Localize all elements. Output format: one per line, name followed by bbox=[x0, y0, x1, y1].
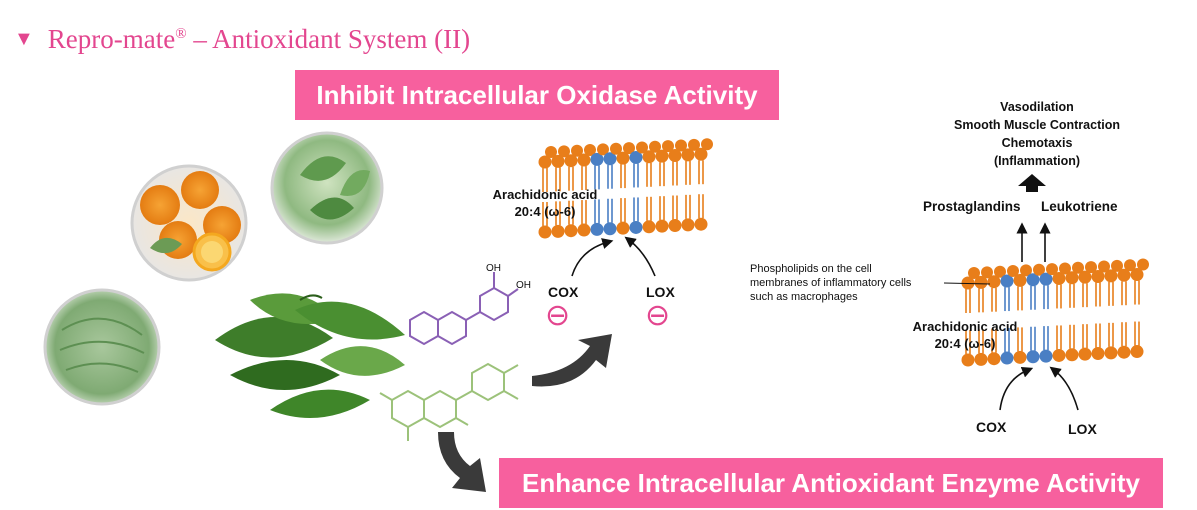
lox-inhibit-icon: ⊖ bbox=[645, 299, 671, 332]
lox-arrow-left bbox=[624, 236, 656, 277]
acid-name-left: Arachidonic acid bbox=[492, 187, 598, 202]
effect-inflammation: (Inflammation) bbox=[993, 154, 1081, 168]
effect-vasodilation: Vasodilation bbox=[1000, 100, 1074, 114]
green-tea-leaves-image bbox=[215, 293, 405, 418]
effect-smooth-muscle: Smooth Muscle Contraction bbox=[954, 118, 1120, 132]
enhance-banner: Enhance Intracellular Antioxidant Enzyme… bbox=[499, 458, 1163, 508]
effects-list: Vasodilation Smooth Muscle Contraction C… bbox=[930, 98, 1144, 170]
curved-arrow-icon bbox=[532, 334, 612, 387]
title-main: Repro-mate bbox=[47, 24, 176, 54]
cox-inhibit-icon: ⊖ bbox=[545, 299, 571, 332]
oh-label-2: OH bbox=[516, 280, 531, 291]
note-pointer-line bbox=[943, 282, 991, 285]
acid-formula-right: 20:4 (ω-6) bbox=[934, 336, 996, 351]
acid-label-right: Arachidonic acid 20:4 (ω-6) bbox=[890, 318, 1040, 352]
cox-arrow-right bbox=[999, 366, 1034, 411]
leukotriene-label: Leukotriene bbox=[1041, 199, 1118, 214]
lox-label-left: LOX bbox=[646, 284, 675, 300]
tea-leaves-image bbox=[270, 131, 384, 245]
acid-name-right: Arachidonic acid bbox=[912, 319, 1018, 334]
title-rest: – Antioxidant System (II) bbox=[186, 24, 471, 54]
cox-label-left: COX bbox=[548, 284, 579, 300]
lox-arrow-right bbox=[1049, 366, 1079, 411]
effect-chemotaxis: Chemotaxis bbox=[1001, 136, 1073, 150]
curved-arrow-icon-down bbox=[438, 432, 486, 492]
phospholipid-note: Phospholipids on the cell membranes of i… bbox=[750, 262, 911, 304]
note-line-1: Phospholipids on the cell bbox=[750, 263, 872, 275]
registered-mark: ® bbox=[175, 26, 187, 42]
acid-formula-left: 20:4 (ω-6) bbox=[514, 204, 576, 219]
membrane-bilayer-icon-right bbox=[961, 258, 1149, 367]
herb-powder-image bbox=[43, 288, 161, 406]
block-up-arrow-icon bbox=[1018, 174, 1046, 192]
membrane-bilayer-icon bbox=[538, 138, 713, 239]
lox-label-right: LOX bbox=[1068, 421, 1097, 437]
inhibit-banner: Inhibit Intracellular Oxidase Activity bbox=[295, 70, 779, 120]
note-line-2: membranes of inflammatory cells bbox=[750, 277, 912, 289]
cox-arrow-left bbox=[571, 238, 614, 277]
flavonoid-structure-icon bbox=[409, 272, 519, 346]
prostaglandins-label: Prostaglandins bbox=[923, 199, 1021, 214]
triangle-bullet-icon: ▼ bbox=[14, 28, 34, 50]
slide-title: ▼ Repro-mate® – Antioxidant System (II) bbox=[14, 24, 470, 55]
oh-label-1: OH bbox=[486, 263, 501, 274]
orange-fruit-image bbox=[130, 164, 248, 282]
acid-label-left: Arachidonic acid 20:4 (ω-6) bbox=[470, 186, 620, 220]
note-line-3: such as macrophages bbox=[750, 291, 858, 303]
cox-label-right: COX bbox=[976, 419, 1007, 435]
catechin-structure-icon bbox=[379, 362, 519, 441]
